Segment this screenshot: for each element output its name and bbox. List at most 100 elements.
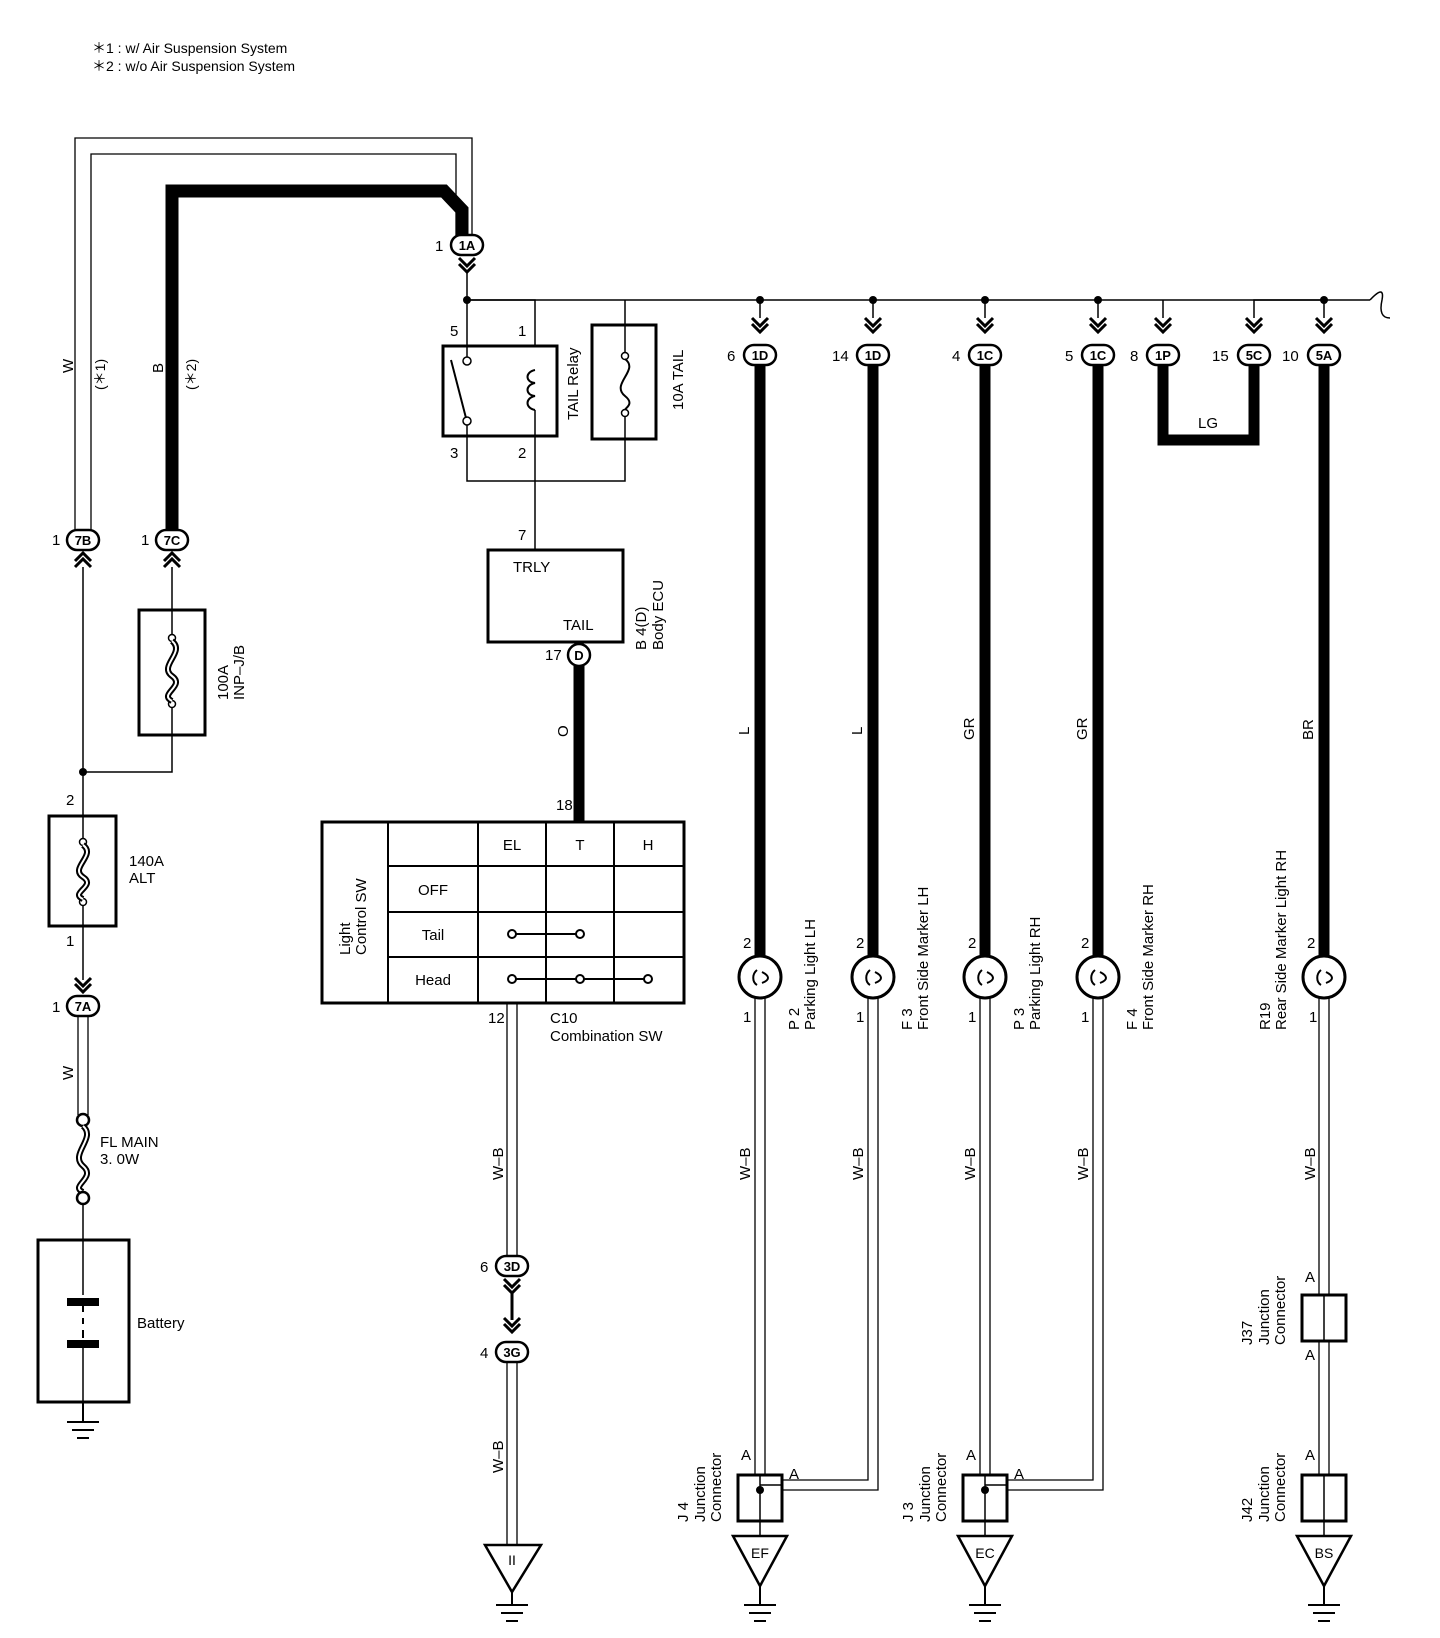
fl-main-label-b: 3. 0W bbox=[100, 1151, 140, 1168]
j42-id: J42 bbox=[1239, 1498, 1256, 1522]
relay-pin-2: 2 bbox=[518, 445, 526, 462]
connector-1c-a: 1C bbox=[967, 316, 1003, 367]
svg-text:3G: 3G bbox=[503, 1345, 520, 1360]
fusible-link-fl-main bbox=[75, 1112, 91, 1206]
wire-label-o: O bbox=[555, 725, 572, 737]
ecu-trly: TRLY bbox=[513, 559, 550, 576]
svg-text:5C: 5C bbox=[1246, 348, 1263, 363]
pin-14: 14 bbox=[832, 348, 849, 365]
pin-3d: 6 bbox=[480, 1259, 488, 1276]
j4-pin-a1: A bbox=[741, 1447, 751, 1464]
ground-ii-label: II bbox=[508, 1552, 516, 1568]
j42-a: Junction bbox=[1256, 1466, 1273, 1522]
lamp5-id: R19 bbox=[1257, 1002, 1274, 1030]
sw-pin-12: 12 bbox=[488, 1010, 505, 1027]
j42-b: Connector bbox=[1272, 1453, 1289, 1522]
connector-3g: 3G bbox=[494, 1316, 530, 1364]
junction-j42 bbox=[1300, 1473, 1348, 1536]
j4-pin-a2: A bbox=[789, 1466, 799, 1483]
lamp3-name: Parking Light RH bbox=[1027, 917, 1044, 1030]
svg-text:3D: 3D bbox=[504, 1259, 521, 1274]
lamp4-name: Front Side Marker RH bbox=[1140, 884, 1157, 1030]
fuse-10a-tail bbox=[590, 323, 658, 441]
ground-ii-icon bbox=[482, 1543, 544, 1622]
junction-j4 bbox=[736, 1473, 784, 1536]
note-2: ＊2 : w/o Air Suspension System bbox=[92, 58, 295, 74]
wb-ground-wires bbox=[754, 998, 1330, 1491]
wire-label-br: BR bbox=[1300, 719, 1317, 740]
pin-15: 15 bbox=[1212, 348, 1229, 365]
lamps bbox=[737, 954, 1347, 1000]
svg-text:1C: 1C bbox=[977, 348, 994, 363]
svg-text:1A: 1A bbox=[459, 238, 476, 253]
wire-label-l2: L bbox=[849, 727, 866, 735]
j37-b: Connector bbox=[1272, 1276, 1289, 1345]
ground-ec-label: EC bbox=[975, 1545, 994, 1561]
sw-col-el: EL bbox=[503, 837, 521, 854]
j37-a: Junction bbox=[1256, 1289, 1273, 1345]
battery bbox=[36, 1238, 131, 1404]
alt-pin-2: 2 bbox=[66, 792, 74, 809]
wire-label-gr2: GR bbox=[1074, 717, 1091, 740]
j37-id: J37 bbox=[1239, 1321, 1256, 1345]
connector-1p: 1P bbox=[1145, 316, 1181, 367]
connector-1a: 1A bbox=[449, 233, 485, 275]
connector-1c-b: 1C bbox=[1080, 316, 1116, 367]
sw-pin-18: 18 bbox=[556, 797, 573, 814]
pin-4: 4 bbox=[952, 348, 960, 365]
lamp5-pin2: 2 bbox=[1307, 935, 1315, 952]
svg-text:1P: 1P bbox=[1155, 348, 1171, 363]
light-control-switch bbox=[320, 820, 686, 1005]
lamp-f3 bbox=[850, 954, 896, 1000]
j3-a: Junction bbox=[917, 1466, 934, 1522]
ecu-pin-7: 7 bbox=[518, 527, 526, 544]
tail-relay-label: TAIL Relay bbox=[565, 347, 582, 420]
pin-3g: 4 bbox=[480, 1345, 488, 1362]
fuse-100a bbox=[137, 608, 207, 737]
fl-main-label-a: FL MAIN bbox=[100, 1134, 159, 1151]
wire-label-wb2: W–B bbox=[490, 1440, 507, 1473]
j3-b: Connector bbox=[933, 1453, 950, 1522]
wire-label-w-bottom: W bbox=[60, 1065, 77, 1080]
pin-10: 10 bbox=[1282, 348, 1299, 365]
svg-text:5A: 5A bbox=[1316, 348, 1333, 363]
lg-wire bbox=[1157, 365, 1260, 446]
wire-label-wb3: W–B bbox=[737, 1147, 754, 1180]
tail-relay bbox=[441, 344, 559, 438]
lamp3-id: P 3 bbox=[1011, 1008, 1028, 1030]
note-1: ＊1 : w/ Air Suspension System bbox=[92, 40, 287, 56]
lamp3-pin2: 2 bbox=[968, 935, 976, 952]
lamp4-pin2: 2 bbox=[1081, 935, 1089, 952]
ground-ef-label: EF bbox=[751, 1545, 769, 1561]
j4-a: Junction bbox=[692, 1466, 709, 1522]
ground-bs-icon bbox=[1294, 1534, 1354, 1622]
wire-label-wb6: W–B bbox=[1075, 1147, 1092, 1180]
lamp-p3 bbox=[962, 954, 1008, 1000]
sw-row-tail: Tail bbox=[422, 927, 445, 944]
j3-pin-a1: A bbox=[966, 1447, 976, 1464]
sw-col-h: H bbox=[643, 837, 654, 854]
j4-id: J 4 bbox=[675, 1502, 692, 1522]
lamp2-id: F 3 bbox=[899, 1008, 916, 1030]
connector-3d: 3D bbox=[494, 1254, 530, 1296]
j37-pin-a2: A bbox=[1305, 1347, 1315, 1364]
pin-7c: 1 bbox=[141, 532, 149, 549]
fuse-140a-label-a: 140A bbox=[129, 853, 164, 870]
relay-pin-5: 5 bbox=[450, 323, 458, 340]
sw-row-head: Head bbox=[415, 972, 451, 989]
connector-5c: 5C bbox=[1236, 316, 1272, 367]
sw-col-t: T bbox=[575, 837, 584, 854]
svg-text:7C: 7C bbox=[164, 533, 181, 548]
wire-label-lg: LG bbox=[1198, 415, 1218, 432]
relay-pin-3: 3 bbox=[450, 445, 458, 462]
lamp-f4 bbox=[1075, 954, 1121, 1000]
sw-title-b: Control SW bbox=[353, 877, 370, 955]
wire-label-wb4: W–B bbox=[850, 1147, 867, 1180]
fuse-10a-label: 10A TAIL bbox=[670, 350, 687, 410]
pin-6: 6 bbox=[727, 348, 735, 365]
lamp2-name: Front Side Marker LH bbox=[915, 887, 932, 1030]
fuse-100a-label-b: INP–J/B bbox=[231, 645, 248, 700]
connector-7c: 7C bbox=[154, 528, 190, 569]
body-ecu bbox=[486, 548, 625, 644]
